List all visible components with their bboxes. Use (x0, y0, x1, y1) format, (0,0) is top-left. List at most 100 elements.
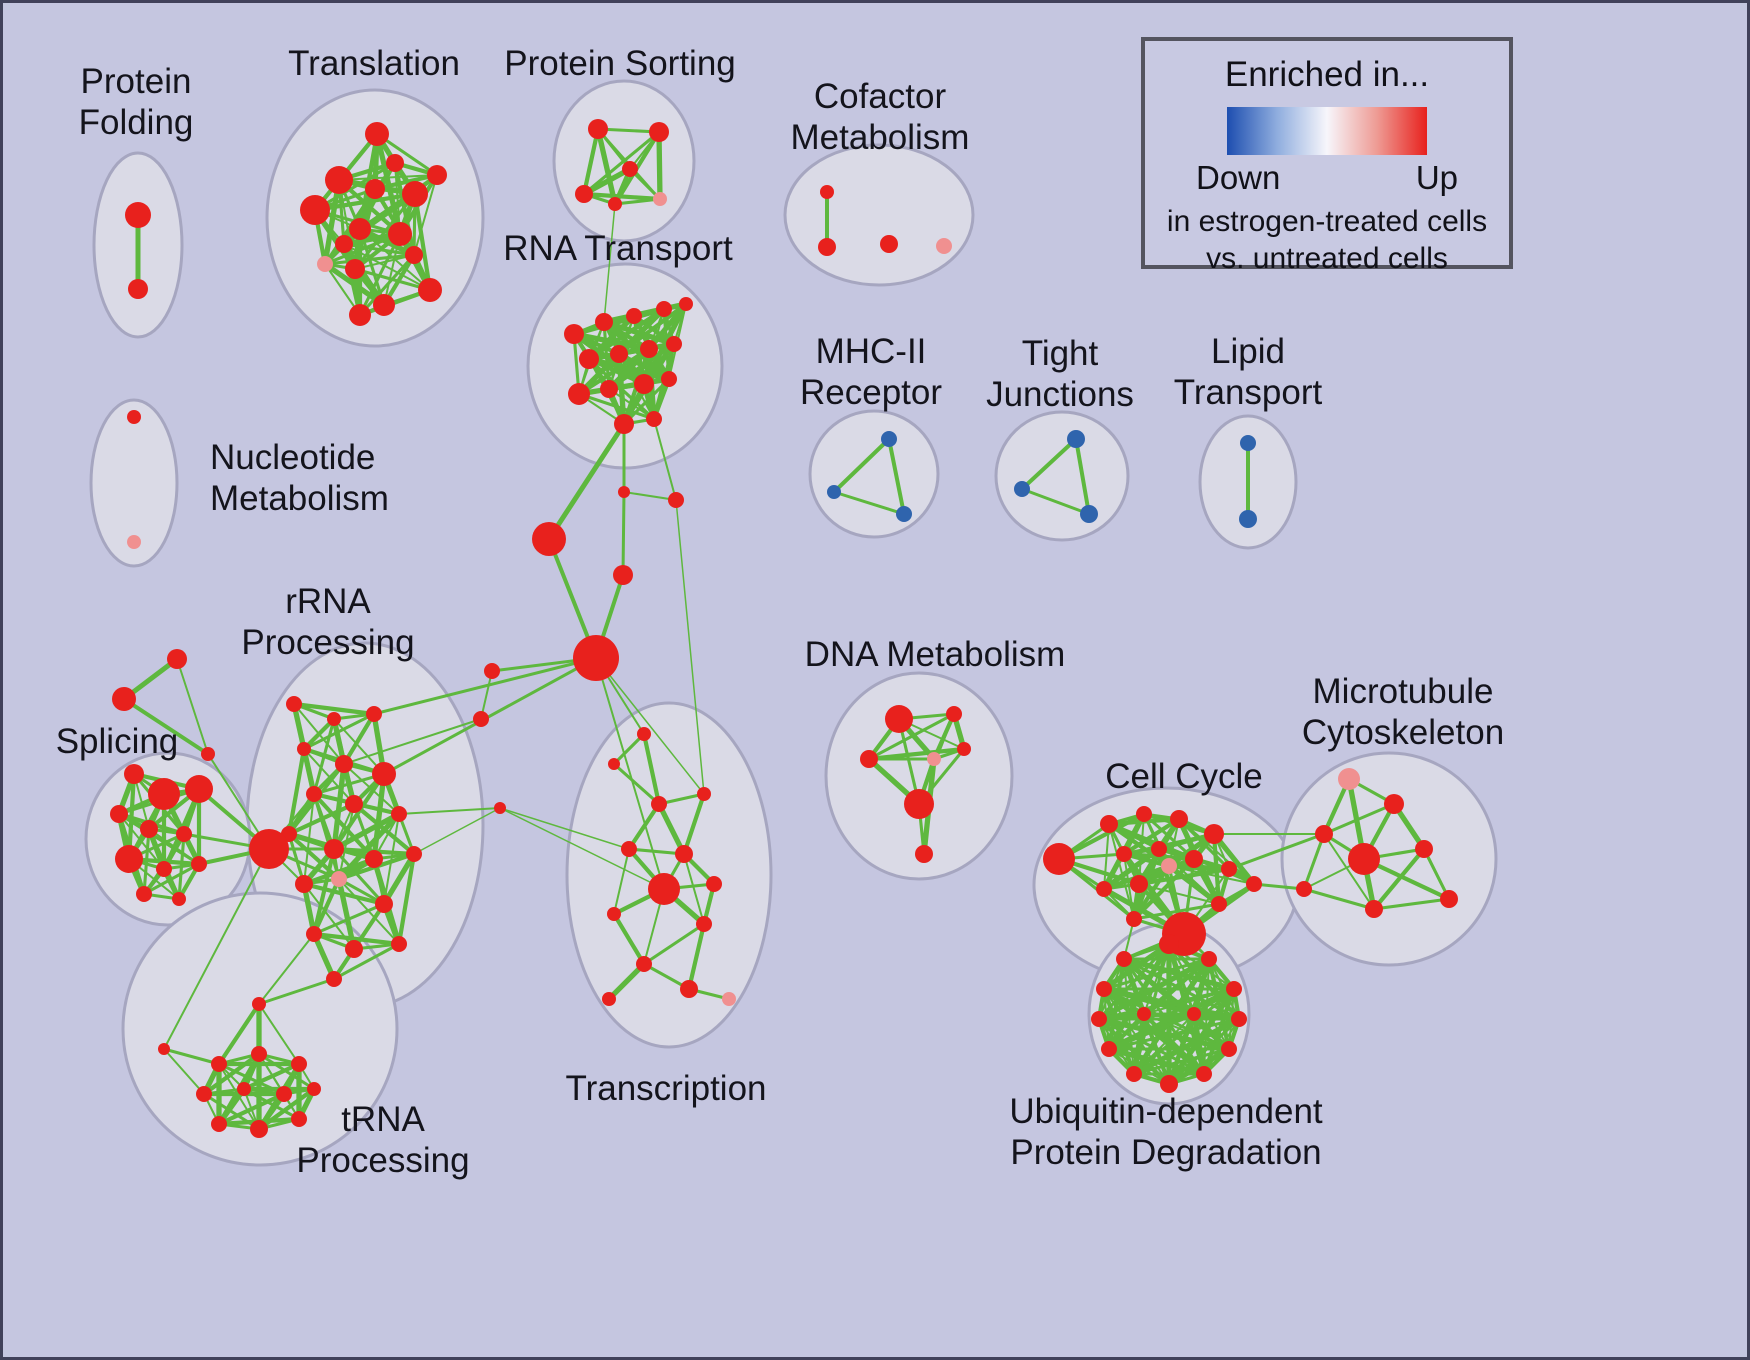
translation-node-8[interactable] (317, 256, 333, 272)
dna-metabolism-node-0[interactable] (885, 705, 913, 733)
protein-folding-node-1[interactable] (128, 279, 148, 299)
translation-node-1[interactable] (325, 166, 353, 194)
rna-transport-node-7[interactable] (640, 340, 658, 358)
cofactor-metabolism-node-2[interactable] (880, 235, 898, 253)
rrna-processing-node-8[interactable] (391, 806, 407, 822)
cell-cycle-node-9[interactable] (1096, 881, 1112, 897)
cell-cycle-node-3[interactable] (1170, 810, 1188, 828)
transcription-node-0[interactable] (637, 727, 651, 741)
translation-node-0[interactable] (365, 122, 389, 146)
translation-node-2[interactable] (300, 195, 330, 225)
connectors-node-3[interactable] (613, 565, 633, 585)
cell-cycle-node-2[interactable] (1136, 806, 1152, 822)
rna-transport-node-1[interactable] (595, 313, 613, 331)
splicing-node-9[interactable] (136, 886, 152, 902)
rna-transport-node-12[interactable] (661, 371, 677, 387)
transcription-node-10[interactable] (636, 956, 652, 972)
microtubule-cytoskeleton-node-4[interactable] (1415, 840, 1433, 858)
ubiquitin-degradation-node-4[interactable] (1226, 981, 1242, 997)
cell-cycle-node-5[interactable] (1116, 846, 1132, 862)
splicing-node-2[interactable] (185, 775, 213, 803)
rrna-processing-node-19[interactable] (391, 936, 407, 952)
connectors-node-0[interactable] (668, 492, 684, 508)
rrna-processing-node-1[interactable] (327, 712, 341, 726)
rrna-processing-node-15[interactable] (331, 871, 347, 887)
rrna-processing-node-17[interactable] (306, 926, 322, 942)
microtubule-cytoskeleton-node-7[interactable] (1296, 881, 1312, 897)
protein-sorting-node-5[interactable] (622, 161, 638, 177)
transcription-node-8[interactable] (607, 907, 621, 921)
cell-cycle-node-6[interactable] (1151, 841, 1167, 857)
translation-node-3[interactable] (365, 179, 385, 199)
transcription-node-12[interactable] (722, 992, 736, 1006)
splicing-node-6[interactable] (115, 845, 143, 873)
mhc-ii-receptor-node-0[interactable] (881, 431, 897, 447)
protein-sorting-node-1[interactable] (649, 122, 669, 142)
ubiquitin-degradation-node-10[interactable] (1196, 1066, 1212, 1082)
rna-transport-node-2[interactable] (626, 308, 642, 324)
dna-metabolism-node-4[interactable] (957, 742, 971, 756)
splicing-node-4[interactable] (140, 820, 158, 838)
cofactor-metabolism-node-3[interactable] (936, 238, 952, 254)
rna-transport-node-8[interactable] (666, 336, 682, 352)
rrna-processing-node-5[interactable] (372, 762, 396, 786)
cell-cycle-node-7[interactable] (1185, 850, 1203, 868)
rrna-processing-node-12[interactable] (365, 850, 383, 868)
splicing-node-5[interactable] (176, 826, 192, 842)
trna-processing-node-10[interactable] (250, 1120, 268, 1138)
rrna-processing-node-13[interactable] (406, 846, 422, 862)
microtubule-cytoskeleton-node-2[interactable] (1315, 825, 1333, 843)
tight-junctions-node-2[interactable] (1080, 505, 1098, 523)
transcription-node-1[interactable] (608, 758, 620, 770)
translation-node-13[interactable] (405, 246, 423, 264)
rna-transport-node-14[interactable] (646, 411, 662, 427)
connectors-node-8[interactable] (167, 649, 187, 669)
trna-processing-node-5[interactable] (196, 1086, 212, 1102)
rna-transport-node-10[interactable] (600, 380, 618, 398)
trna-processing-node-8[interactable] (307, 1082, 321, 1096)
splicing-node-0[interactable] (124, 764, 144, 784)
rna-transport-node-4[interactable] (679, 297, 693, 311)
translation-node-12[interactable] (349, 304, 371, 326)
cell-cycle-node-14[interactable] (1211, 896, 1227, 912)
ubiquitin-degradation-node-3[interactable] (1096, 981, 1112, 997)
connectors-node-10[interactable] (201, 747, 215, 761)
rrna-processing-node-16[interactable] (375, 895, 393, 913)
rrna-processing-node-2[interactable] (366, 706, 382, 722)
trna-processing-node-9[interactable] (211, 1116, 227, 1132)
connectors-node-4[interactable] (573, 635, 619, 681)
ubiquitin-degradation-node-7[interactable] (1101, 1041, 1117, 1057)
protein-folding-node-0[interactable] (125, 202, 151, 228)
dna-metabolism-node-6[interactable] (915, 845, 933, 863)
dna-metabolism-node-3[interactable] (927, 752, 941, 766)
microtubule-cytoskeleton-node-6[interactable] (1365, 900, 1383, 918)
transcription-node-2[interactable] (651, 796, 667, 812)
rna-transport-node-9[interactable] (568, 383, 590, 405)
translation-node-15[interactable] (386, 154, 404, 172)
nucleotide-metabolism-node-1[interactable] (127, 535, 141, 549)
transcription-node-6[interactable] (648, 873, 680, 905)
rrna-processing-node-10[interactable] (249, 829, 289, 869)
transcription-node-3[interactable] (697, 787, 711, 801)
ubiquitin-degradation-node-8[interactable] (1221, 1041, 1237, 1057)
microtubule-cytoskeleton-node-5[interactable] (1440, 890, 1458, 908)
protein-sorting-node-3[interactable] (608, 197, 622, 211)
trna-processing-node-7[interactable] (276, 1086, 292, 1102)
ubiquitin-degradation-node-0[interactable] (1159, 934, 1179, 954)
translation-node-7[interactable] (388, 222, 412, 246)
rrna-processing-node-0[interactable] (286, 696, 302, 712)
rrna-processing-node-7[interactable] (345, 795, 363, 813)
mhc-ii-receptor-node-2[interactable] (896, 506, 912, 522)
splicing-node-3[interactable] (110, 805, 128, 823)
rrna-processing-node-3[interactable] (297, 742, 311, 756)
connectors-node-6[interactable] (473, 711, 489, 727)
splicing-node-10[interactable] (172, 892, 186, 906)
translation-node-9[interactable] (345, 259, 365, 279)
protein-sorting-node-0[interactable] (588, 119, 608, 139)
cell-cycle-node-4[interactable] (1204, 824, 1224, 844)
cell-cycle-node-8[interactable] (1221, 861, 1237, 877)
transcription-node-9[interactable] (696, 916, 712, 932)
rna-transport-node-6[interactable] (610, 345, 628, 363)
splicing-node-1[interactable] (148, 778, 180, 810)
trna-processing-node-2[interactable] (211, 1056, 227, 1072)
